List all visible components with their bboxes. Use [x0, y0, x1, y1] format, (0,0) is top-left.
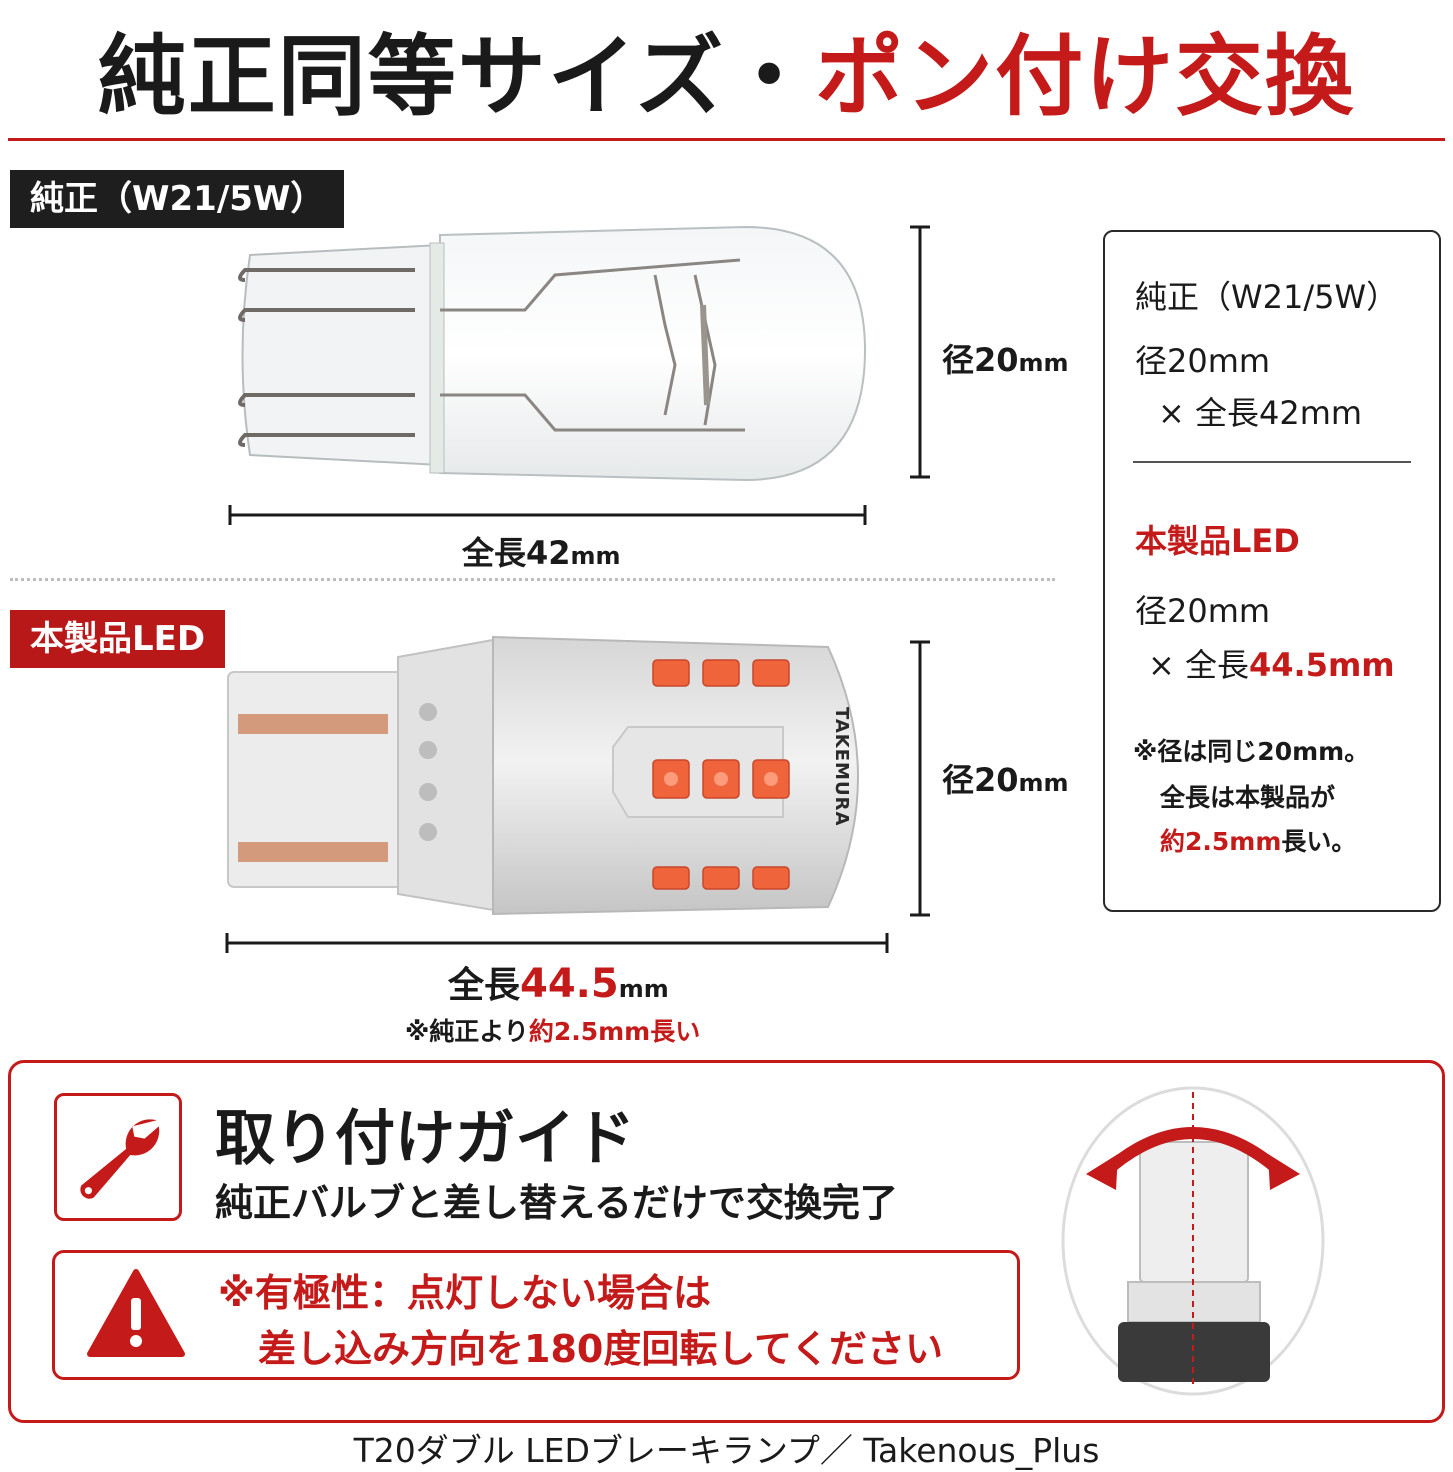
product-length-line: [225, 933, 889, 953]
title-black-part: 純正同等サイズ・: [97, 25, 816, 128]
genuine-diameter-label: 径20mm: [942, 335, 1069, 381]
product-length-label: 全長44.5mm: [448, 956, 669, 1008]
product-length-value: 44.5: [520, 961, 619, 1007]
genuine-diameter-value: 径20: [942, 341, 1019, 379]
spec-note-highlight: 約2.5mm: [1160, 827, 1282, 856]
product-diameter-line: [910, 640, 930, 917]
product-caption: T20ダブル LEDブレーキランプ／ Takenous_Plus: [353, 1431, 1100, 1470]
product-length-unit: mm: [618, 975, 669, 1003]
product-diameter-value: 径20: [942, 761, 1019, 799]
spec-comparison-box: [1103, 230, 1441, 912]
product-diameter-label: 径20mm: [942, 755, 1069, 801]
genuine-length-line: [228, 505, 867, 525]
wrench-icon: [80, 1119, 160, 1199]
page-title: 純正同等サイズ・ポン付け交換: [0, 22, 1453, 132]
genuine-tag: 純正（W21/5W）: [10, 170, 345, 228]
spec-product-diameter: 径20mm: [1135, 592, 1271, 630]
product-length-prefix: 全長: [448, 965, 521, 1006]
led-bulb-illustration: TAKEMURA: [227, 635, 859, 916]
genuine-diameter-line: [910, 225, 930, 479]
guide-title: 取り付けガイド: [215, 1104, 635, 1174]
spec-note-rest: 長い。: [1281, 827, 1357, 856]
title-divider: [8, 138, 1445, 141]
genuine-bulb-illustration: [238, 225, 867, 482]
genuine-length-unit: mm: [570, 542, 621, 570]
rotate-arrows-icon: [1061, 1086, 1325, 1396]
title-red-part: ポン付け交換: [815, 25, 1356, 128]
section-dotted-divider: [10, 578, 1055, 581]
warning-line-2: 差し込み方向を180度回転してください: [258, 1327, 944, 1371]
product-length-note: ※純正より約2.5mm長い: [405, 1012, 700, 1048]
genuine-diameter-unit: mm: [1018, 349, 1069, 377]
spec-genuine-length: × 全長42mm: [1158, 394, 1363, 432]
product-diameter-unit: mm: [1018, 769, 1069, 797]
spec-note-line2: 全長は本製品が: [1160, 783, 1336, 812]
polarity-warning-box: [52, 1250, 1020, 1380]
spec-genuine-title: 純正（W21/5W）: [1135, 278, 1399, 316]
spec-product-length: × 全長44.5mm: [1148, 640, 1395, 686]
spec-divider: [1133, 461, 1411, 463]
warning-icon: [87, 1269, 185, 1357]
product-note-prefix: ※純正より: [405, 1017, 529, 1046]
spec-product-title: 本製品LED: [1135, 522, 1300, 560]
spec-product-length-prefix: × 全長: [1148, 646, 1249, 684]
genuine-length-value: 全長42: [462, 534, 571, 572]
product-tag: 本製品LED: [10, 610, 226, 668]
genuine-length-label: 全長42mm: [462, 528, 621, 574]
guide-description: 純正バルブと差し替えるだけで交換完了: [215, 1181, 898, 1225]
install-guide-panel: [8, 1060, 1445, 1423]
brand-text: TAKEMURA: [831, 707, 852, 826]
spec-note-line3: 約2.5mm長い。: [1160, 822, 1356, 858]
spec-product-length-value: 44.5mm: [1249, 646, 1395, 684]
product-note-highlight: 約2.5mm長い: [528, 1017, 701, 1046]
spec-genuine-diameter: 径20mm: [1135, 342, 1271, 380]
spec-note-line1: ※径は同じ20mm。: [1133, 737, 1370, 766]
wrench-icon-frame: [54, 1093, 182, 1221]
warning-line-1: ※有極性：点灯しない場合は: [218, 1271, 711, 1315]
